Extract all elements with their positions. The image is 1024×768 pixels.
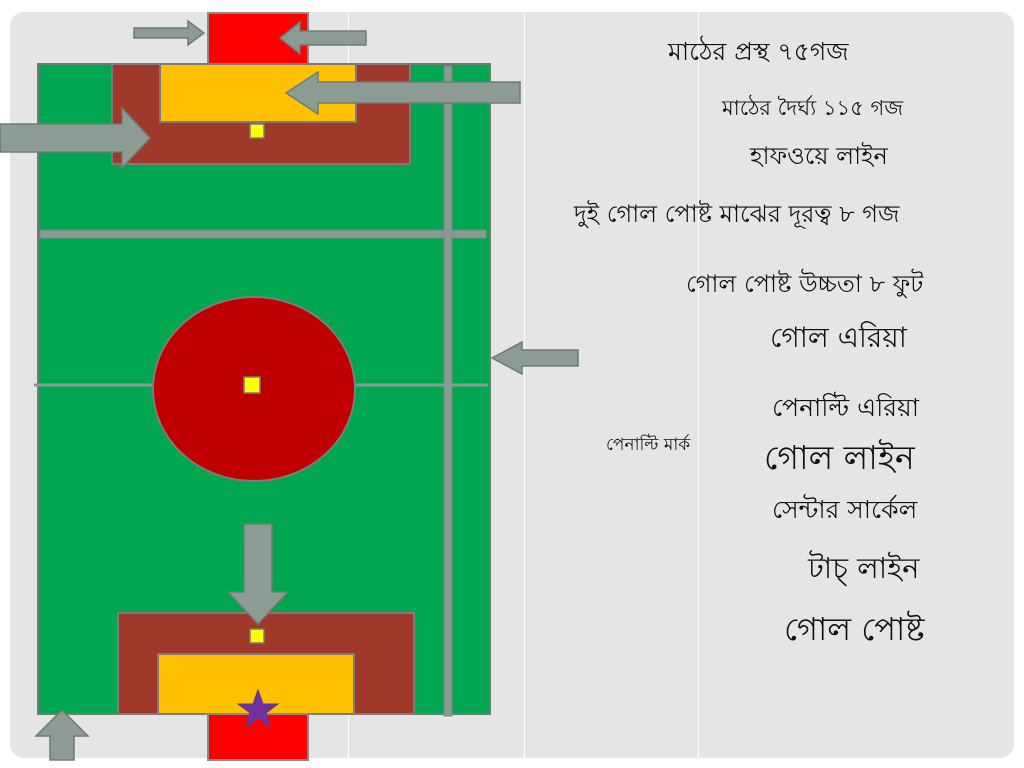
label-goal-post-height: গোল পোষ্ট উচ্চতা ৮ ফুট xyxy=(686,270,924,298)
bottom-goal-post xyxy=(207,713,309,761)
block-arrow-icon xyxy=(284,70,521,116)
star-icon xyxy=(236,688,280,729)
label-touch-line: টাচ্ লাইন xyxy=(808,551,920,585)
block-arrow-icon xyxy=(226,523,290,626)
background-guide-line xyxy=(698,12,699,758)
touch-line xyxy=(443,65,453,717)
label-goal-area: গোল এরিয়া xyxy=(770,321,907,354)
label-field-width: মাঠের প্রস্থ ৭৫গজ xyxy=(668,37,849,66)
label-penalty-mark: পেনাল্টি মার্ক xyxy=(606,435,691,455)
block-arrow-icon xyxy=(34,708,90,761)
block-arrow-icon xyxy=(278,20,367,56)
block-arrow-icon xyxy=(0,106,152,170)
label-goal-line: গোল লাইন xyxy=(764,438,915,477)
label-halfway-line: হাফওয়ে লাইন xyxy=(750,142,888,170)
label-field-length: মাঠের দৈর্ঘ্য ১১৫ গজ xyxy=(722,96,904,120)
top-penalty-mark xyxy=(249,123,265,139)
label-goal-post: গোল পোষ্ট xyxy=(784,610,925,648)
label-penalty-area: পেনাল্টি এরিয়া xyxy=(772,393,920,422)
block-arrow-icon xyxy=(133,19,206,47)
label-center-circle: সেন্টার সার্কেল xyxy=(772,495,918,524)
center-mark xyxy=(243,376,261,394)
halfway-line xyxy=(39,229,487,239)
block-arrow-icon xyxy=(490,340,579,376)
bottom-penalty-mark xyxy=(249,628,265,644)
background-guide-line xyxy=(524,12,525,758)
label-goal-post-distance: দুই গোল পোষ্ট মাঝের দূরত্ব ৮ গজ xyxy=(574,200,900,228)
